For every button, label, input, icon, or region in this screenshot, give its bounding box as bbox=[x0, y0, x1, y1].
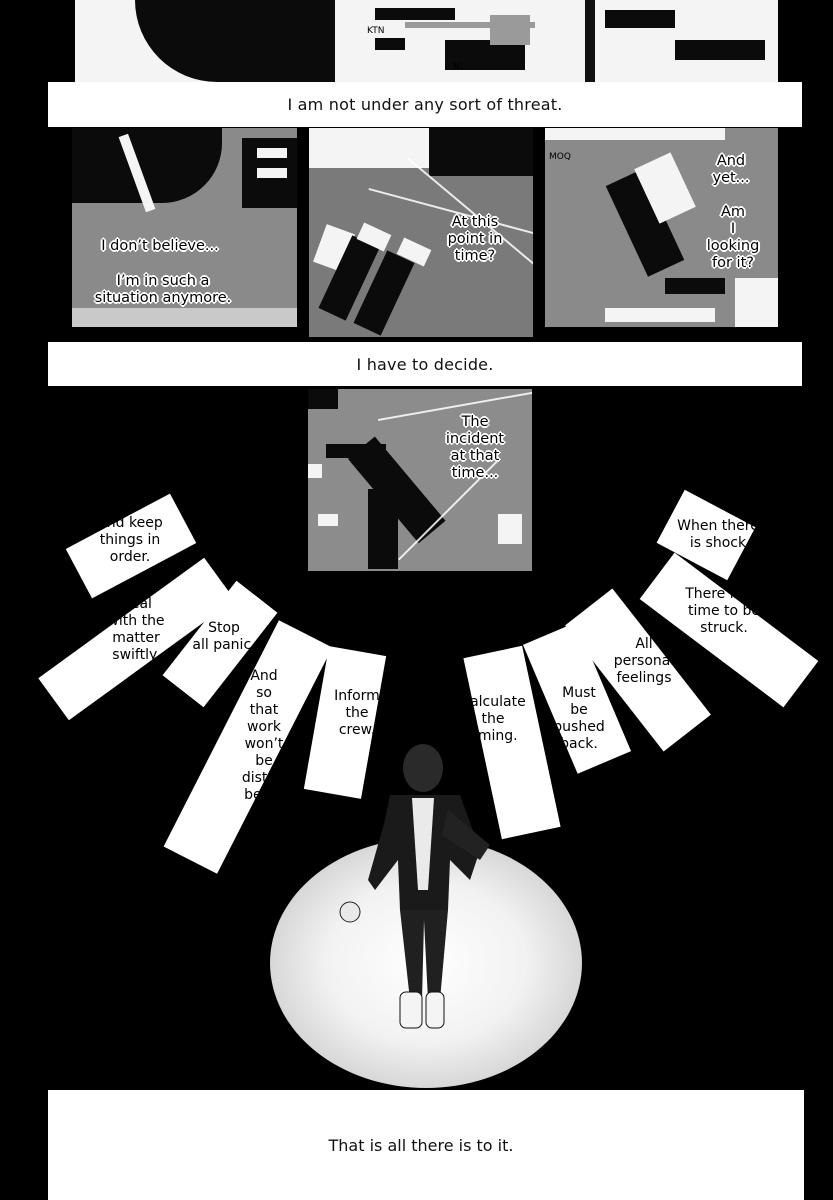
label-ktn: KTN bbox=[367, 26, 385, 36]
strip-when-shock-text: When there is shock bbox=[677, 518, 759, 551]
speech-point-in-time: At this point in time? bbox=[447, 214, 503, 264]
strip-personal-feelings-text: All personal feelings bbox=[613, 636, 675, 686]
label-moq: MOQ bbox=[549, 152, 571, 162]
panel-right: MOQ bbox=[545, 128, 778, 327]
strip-work-undisturbed-text: And so that work won’t be distur- bed... bbox=[241, 668, 287, 803]
strip-calculate-timing-text: Calculate the timing. bbox=[460, 694, 526, 744]
speech-incident: The incident at that time... bbox=[445, 414, 505, 481]
speech-and-yet: And yet... bbox=[712, 153, 750, 186]
caption-top: I am not under any sort of threat. bbox=[48, 82, 802, 127]
label-nl: NL bbox=[453, 62, 465, 72]
speech-am-i-looking: Am I looking for it? bbox=[706, 204, 760, 271]
strip-keep-order-text: And keep things in order. bbox=[97, 515, 163, 565]
strip-no-time-text: There is no time to be struck. bbox=[685, 586, 763, 636]
speech-situation: I’m in such a situation anymore. bbox=[94, 273, 232, 306]
caption-bottom: That is all there is to it. bbox=[48, 1090, 804, 1200]
top-control-panel: KTN NL bbox=[75, 0, 778, 82]
strip-stop-panic-text: Stop all panic. bbox=[192, 620, 256, 653]
caption-middle: I have to decide. bbox=[48, 342, 802, 386]
caption-bottom-text: That is all there is to it. bbox=[328, 1135, 514, 1155]
caption-top-text: I am not under any sort of threat. bbox=[287, 95, 563, 114]
speech-dont-believe: I don’t believe... bbox=[101, 238, 219, 254]
panel-center bbox=[309, 128, 533, 337]
officer-figure bbox=[339, 744, 490, 1029]
strip-deal-swiftly-text: Deal with the matter swiftly. bbox=[107, 596, 165, 663]
panel-left bbox=[72, 128, 297, 327]
strip-pushed-back-text: Must be pushed back. bbox=[553, 685, 605, 752]
strip-inform-crew-text: Inform the crew. bbox=[334, 688, 380, 738]
panel-incident bbox=[308, 389, 532, 571]
caption-middle-text: I have to decide. bbox=[356, 354, 494, 374]
